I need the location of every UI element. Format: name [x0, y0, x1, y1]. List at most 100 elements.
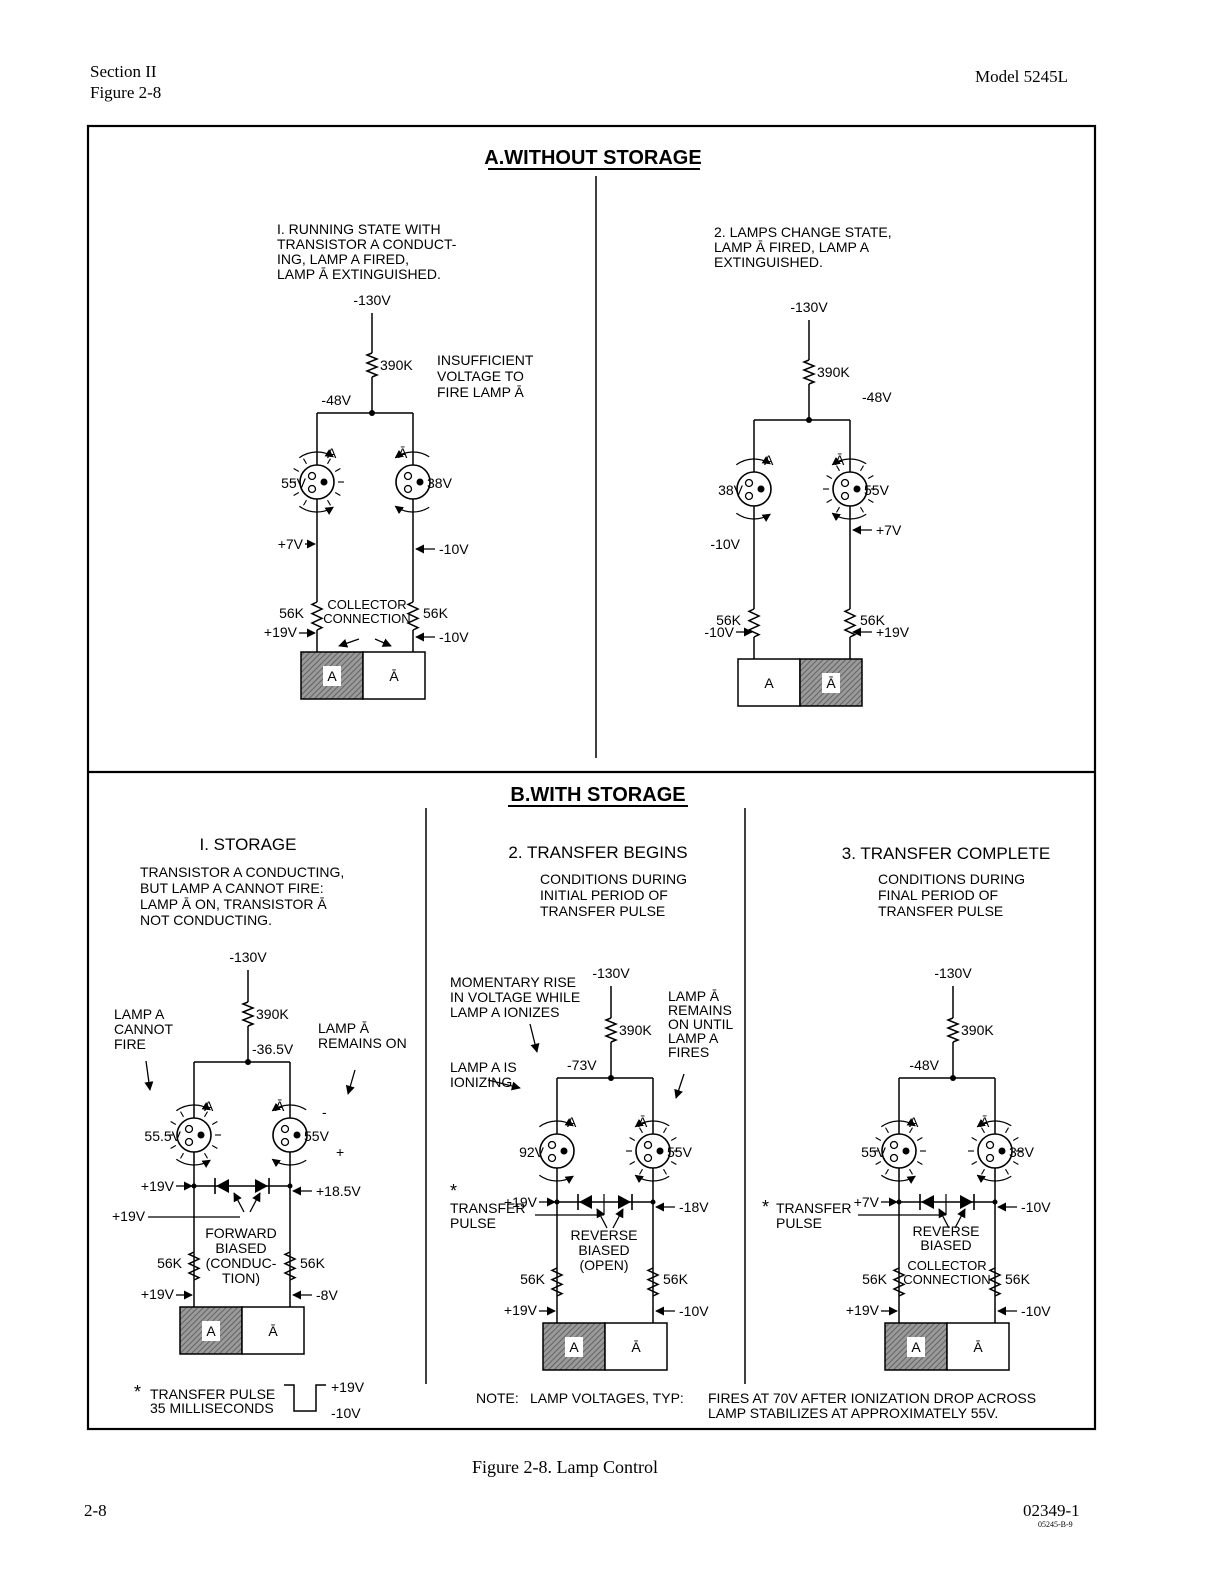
- bias-label: (OPEN): [580, 1257, 629, 1273]
- figure-caption: Figure 2-8. Lamp Control: [472, 1457, 658, 1477]
- lamp-electrode: [416, 478, 424, 486]
- lamp-glow: [1005, 1127, 1009, 1134]
- state-description: LAMP Ā FIRED, LAMP A: [714, 239, 870, 255]
- lamp-glow: [293, 468, 300, 472]
- wire-voltage: +19V: [141, 1286, 175, 1302]
- lamp-electrode: [656, 1147, 664, 1155]
- lamp-glow: [670, 1137, 677, 1141]
- lamp-glow: [826, 475, 833, 479]
- current-arrow: [175, 1102, 211, 1112]
- state-description: INITIAL PERIOD OF: [540, 887, 668, 903]
- frames: [86, 124, 1097, 1431]
- wire-voltage: +19V: [112, 1208, 146, 1224]
- lamp-glow: [204, 1111, 208, 1118]
- state-description: CONDITIONS DURING: [878, 871, 1025, 887]
- wire-voltage: +19V: [504, 1302, 538, 1318]
- state-description: LAMP Ā EXTINGUISHED.: [277, 266, 441, 282]
- lamp-glow: [836, 465, 840, 472]
- panel-b-title: B.WITH STORAGE: [510, 784, 685, 806]
- transistor-box-a-bar: [362, 651, 426, 700]
- lamp-glow: [211, 1121, 218, 1125]
- state-description: I. RUNNING STATE WITH: [277, 221, 441, 237]
- diode: [255, 1179, 268, 1193]
- lamp-electrode: [307, 471, 317, 481]
- diode: [579, 1195, 592, 1209]
- state-description: TRANSFER PULSE: [878, 903, 1003, 919]
- resistor: [843, 608, 857, 638]
- resistor-value: 56K: [520, 1271, 546, 1287]
- resistor-value: 390K: [817, 364, 850, 380]
- note-text: IN VOLTAGE WHILE: [450, 989, 580, 1005]
- resistor-value: 56K: [423, 605, 449, 621]
- bias-label: FORWARD: [205, 1225, 277, 1241]
- node-dot: [896, 1199, 902, 1205]
- lamp-voltage: 55.5V: [144, 1128, 181, 1144]
- lamp-glow: [204, 1152, 208, 1159]
- lamp-electrode: [840, 491, 850, 501]
- box-label: A: [911, 1339, 921, 1355]
- pointer-arrow: [487, 1079, 521, 1091]
- lamp: [881, 1133, 917, 1169]
- note-text: LAMP STABILIZES AT APPROXIMATELY 55V.: [708, 1405, 998, 1421]
- lamp-label: A: [204, 1098, 214, 1114]
- lamp-voltage: 38V: [1009, 1144, 1035, 1160]
- label-bg: [323, 666, 341, 686]
- note-text: REMAINS: [668, 1002, 732, 1018]
- bias-label: BIASED: [920, 1237, 971, 1253]
- resistor: [240, 1001, 256, 1027]
- node-dot: [191, 1183, 197, 1189]
- lamp-glow: [909, 1127, 913, 1134]
- lamp-glow: [663, 1168, 667, 1175]
- lamp-electrode: [307, 484, 317, 494]
- lamp: [272, 1117, 308, 1153]
- lamp-electrode: [547, 1140, 557, 1150]
- arrow: [374, 638, 392, 647]
- wire-voltage: -10V: [439, 541, 469, 557]
- note-text: INSUFFICIENT: [437, 352, 534, 368]
- lamp-voltage: 55V: [667, 1144, 693, 1160]
- collector-label: CONNECTION: [903, 1272, 990, 1287]
- lamp-glow: [180, 1111, 184, 1118]
- lamp: [977, 1133, 1013, 1169]
- lamp-glow: [629, 1137, 636, 1141]
- page-number: 2-8: [84, 1501, 107, 1520]
- lamp-electrode: [184, 1137, 194, 1147]
- pointer-arrow: [345, 1069, 356, 1095]
- note-text: MOMENTARY RISE: [450, 974, 576, 990]
- box-label: Ā: [268, 1323, 278, 1339]
- pulse-waveform: [284, 1384, 326, 1412]
- resistor: [187, 1251, 201, 1281]
- wire-voltage: +18.5V: [316, 1183, 361, 1199]
- box-label: A: [569, 1339, 579, 1355]
- lamp-electrode: [403, 484, 413, 494]
- lamp-label: A: [909, 1114, 919, 1130]
- wire-voltage: +19V: [141, 1178, 175, 1194]
- supply-voltage: -130V: [229, 949, 267, 965]
- box-label: A: [764, 675, 774, 691]
- wire-voltage: +7V: [278, 536, 304, 552]
- collector-label: COLLECTOR: [327, 597, 406, 612]
- lamp-glow: [670, 1161, 677, 1165]
- wire-voltage: -10V: [439, 629, 469, 645]
- supply-voltage: -130V: [353, 292, 391, 308]
- lamp-voltage: 55V: [864, 482, 890, 498]
- arrow: [233, 1192, 245, 1213]
- lamp-electrode: [280, 1137, 290, 1147]
- state-description: TRANSISTOR A CONDUCTING,: [140, 864, 344, 880]
- lamp-electrode: [998, 1147, 1006, 1155]
- lamp-electrode: [757, 485, 765, 493]
- header-section: Section II Figure 2-8: [90, 61, 161, 103]
- resistor-value: 56K: [157, 1255, 183, 1271]
- resistor-value: 56K: [860, 612, 886, 628]
- current-arrow: [271, 1158, 307, 1168]
- label-bg: [565, 1337, 583, 1357]
- lamp-label: A: [764, 452, 774, 468]
- legend-text: TRANSFER PULSE: [150, 1386, 275, 1402]
- resistor-value: 56K: [716, 612, 742, 628]
- current-arrow: [538, 1174, 574, 1184]
- lamp-electrode: [320, 478, 328, 486]
